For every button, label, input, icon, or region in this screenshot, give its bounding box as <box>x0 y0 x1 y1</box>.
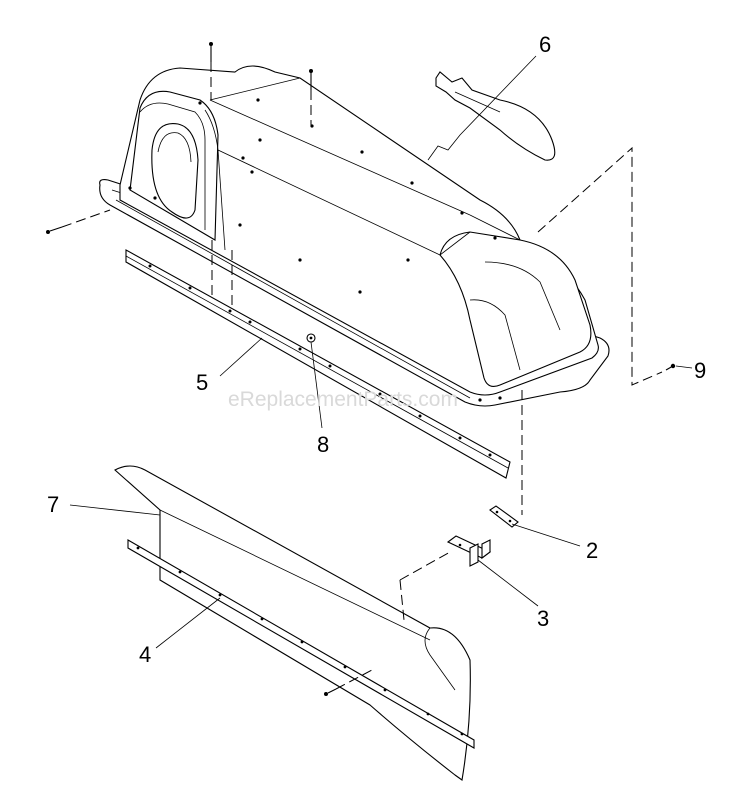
watermark: eReplacementParts.com <box>228 388 458 411</box>
callout-7: 7 <box>47 492 59 517</box>
callout-9: 9 <box>694 358 706 383</box>
hood-cover <box>99 65 610 407</box>
top-screws <box>209 42 313 126</box>
lower-cover-7 <box>114 465 471 781</box>
bracket-3 <box>446 535 492 567</box>
assembly-dash-right <box>521 146 663 515</box>
leader-lines <box>69 55 693 649</box>
bracket-dash <box>399 551 451 581</box>
callout-5: 5 <box>196 370 208 395</box>
callout-2: 2 <box>586 538 598 563</box>
callout-4: 4 <box>139 642 151 667</box>
flat-strip-4 <box>127 539 475 749</box>
bracket-2 <box>489 505 519 528</box>
callout-8: 8 <box>317 432 329 457</box>
angle-strip-5 <box>125 249 511 479</box>
strip-align-lines <box>211 240 233 310</box>
callout-6: 6 <box>539 32 551 57</box>
deflector-6 <box>435 71 556 161</box>
bottom-screw <box>324 669 373 696</box>
side-screw <box>46 209 111 234</box>
hood-holes <box>128 98 502 402</box>
nut-8 <box>306 333 316 343</box>
screw-9 <box>665 363 676 371</box>
callout-3: 3 <box>537 606 549 631</box>
bracket-dash-down <box>399 579 405 621</box>
